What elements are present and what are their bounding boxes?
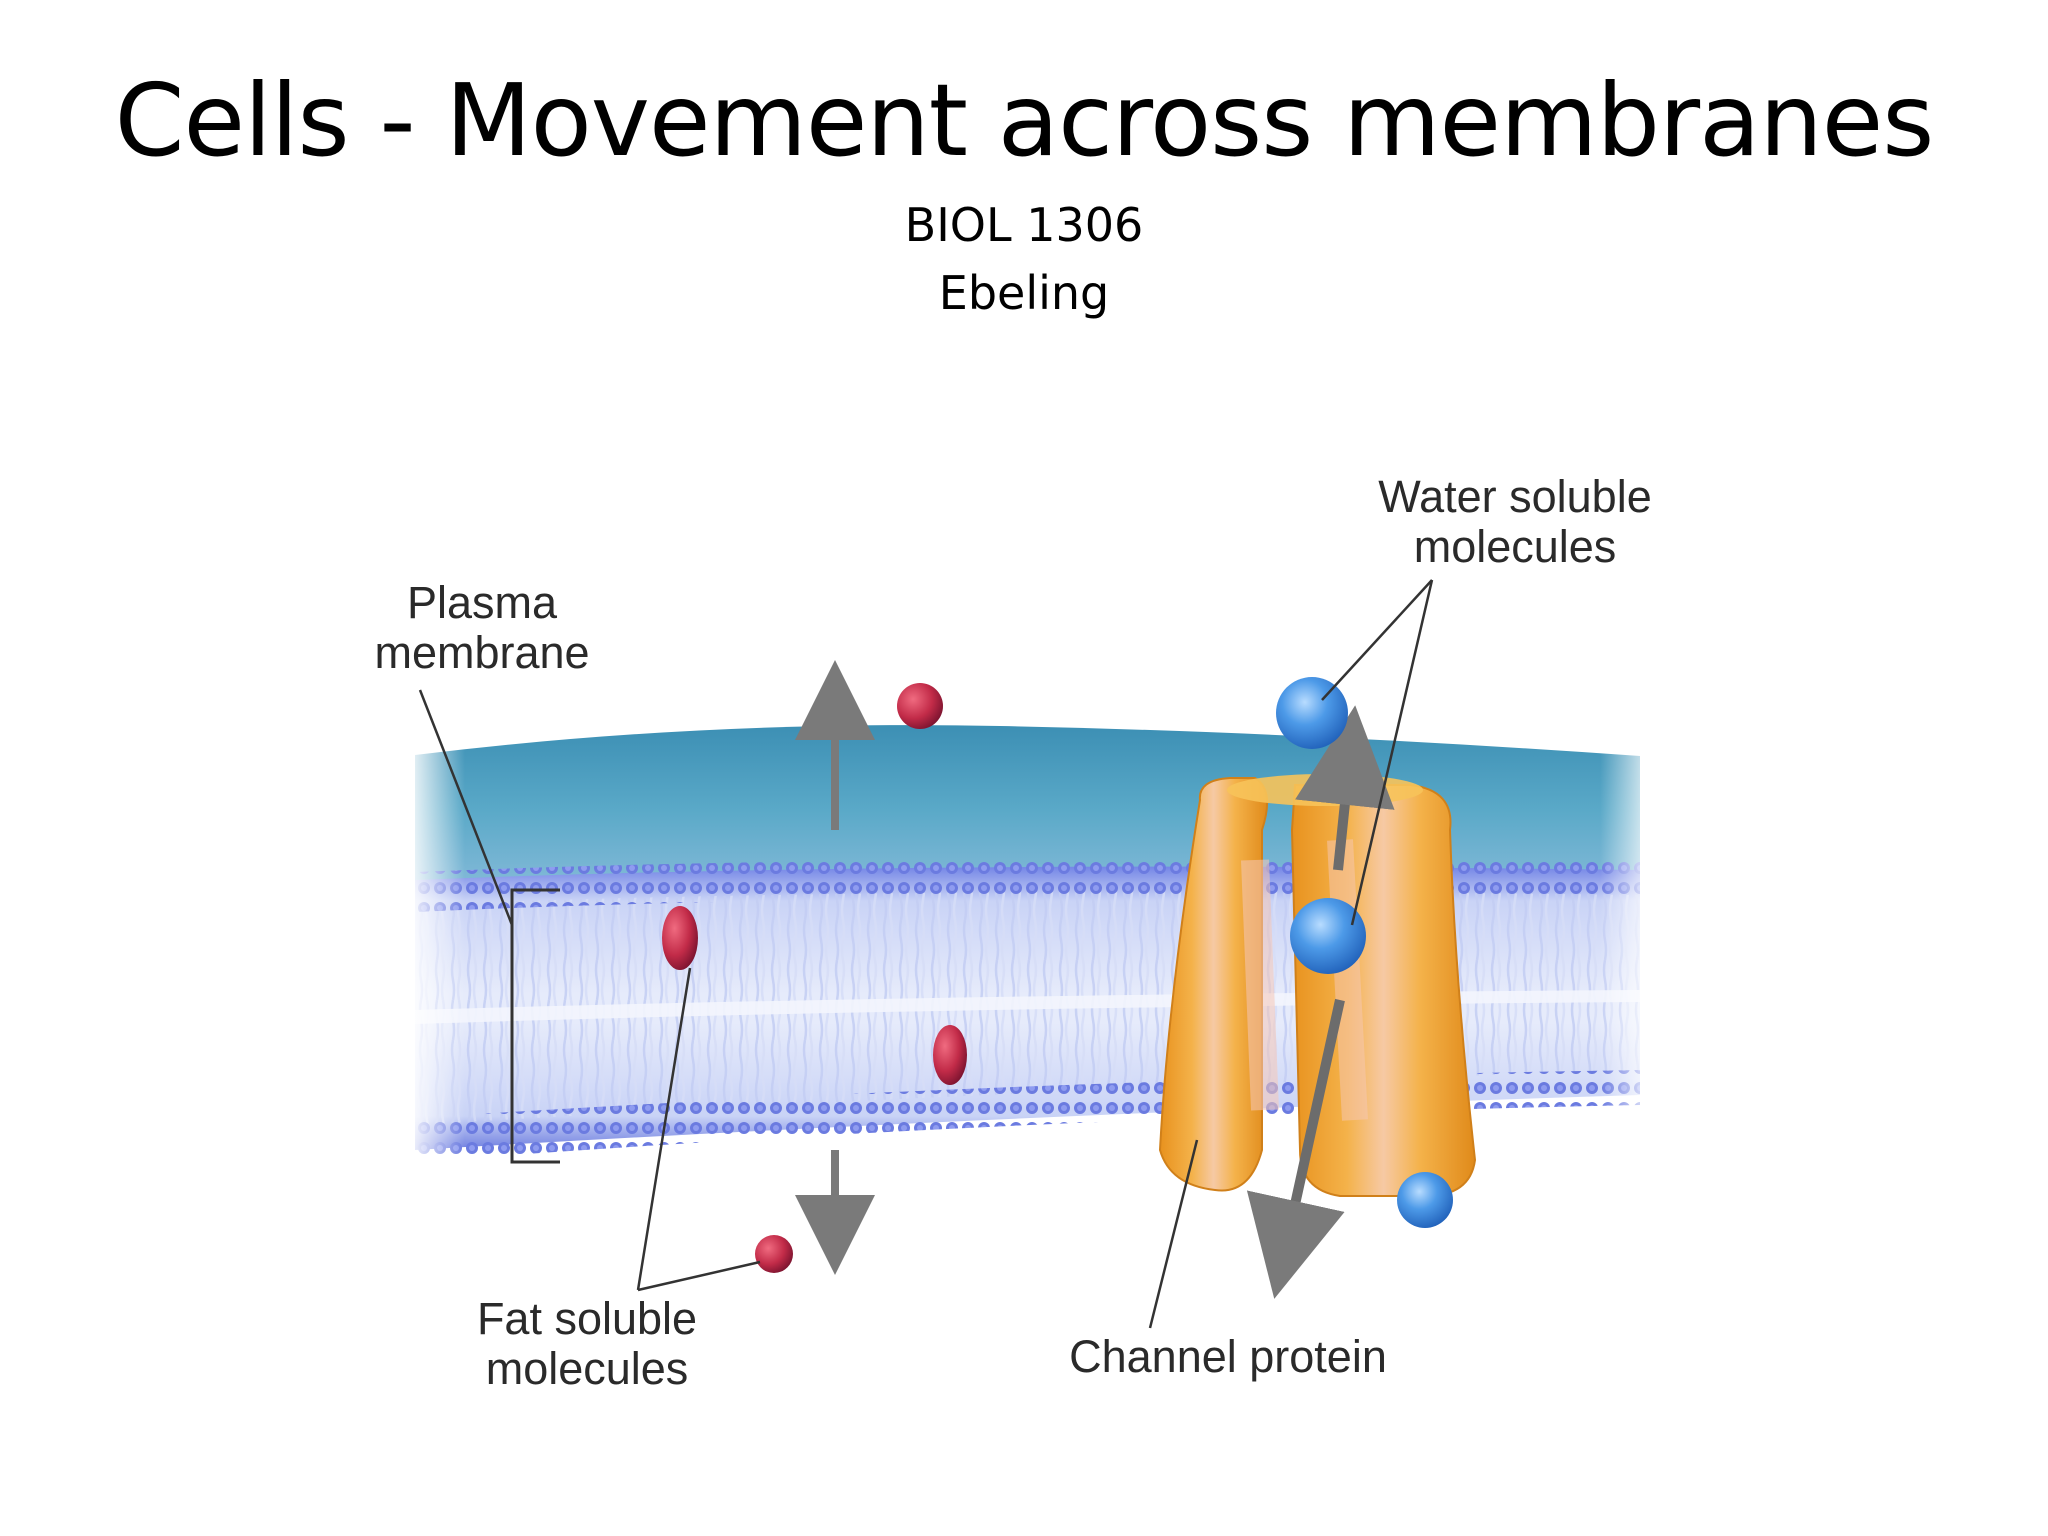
water-arrow-down [1246, 998, 1345, 1299]
water-molecule-bottom [1397, 1172, 1453, 1228]
water-leader-2 [1350, 579, 1434, 926]
fat-molecule-in-membrane-left [662, 906, 698, 970]
water-leader-1 [1321, 579, 1433, 701]
author-name: Ebeling [938, 266, 1110, 320]
course-code: BIOL 1306 [904, 198, 1144, 252]
fat-leader-2 [637, 1260, 761, 1292]
plasma-membrane-leader [418, 689, 514, 926]
slide-title: Cells - Movement across membranes [114, 62, 1935, 179]
label-plasma-membrane-line2: membrane [374, 627, 589, 678]
fat-leader-1 [636, 967, 692, 1291]
label-fat-soluble-line1: Fat soluble [477, 1293, 697, 1344]
fat-molecule-bottom [755, 1235, 793, 1273]
water-molecule-top [1276, 677, 1348, 749]
extracellular-fluid [415, 725, 1640, 880]
water-molecule-in-channel [1290, 898, 1366, 974]
label-water-soluble-line2: molecules [1414, 521, 1617, 572]
fat-molecule-in-membrane-right [933, 1025, 967, 1085]
label-channel-protein: Channel protein [1069, 1331, 1387, 1382]
label-water-soluble-line1: Water soluble [1378, 471, 1651, 522]
water-arrow-up [1295, 705, 1395, 871]
label-plasma-membrane-line1: Plasma [407, 577, 558, 628]
channel-protein [1158, 774, 1477, 1198]
label-fat-soluble-line2: molecules [486, 1343, 689, 1394]
membrane-thickness-bracket [510, 888, 560, 1164]
channel-leader [1148, 1139, 1199, 1329]
fat-molecule-top [897, 683, 943, 729]
